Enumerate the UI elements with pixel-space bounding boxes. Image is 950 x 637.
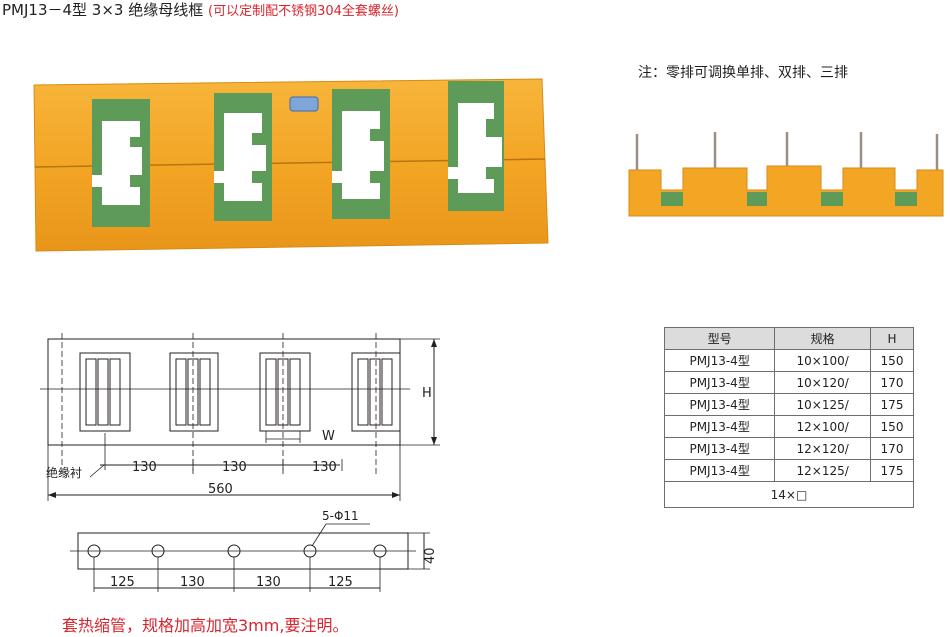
busbar-window (332, 89, 390, 219)
header-h: H (870, 327, 914, 350)
header-model: 型号 (663, 327, 776, 350)
cell-h: 170 (870, 371, 914, 394)
busbar-window (214, 93, 272, 221)
cell-model: PMJ13-4型 (663, 371, 776, 394)
bar-height-label: 40 (423, 547, 438, 564)
cell-spec: 10×100/ (774, 349, 872, 372)
busbar-window (92, 99, 150, 227)
cell-h: 175 (870, 459, 914, 482)
cell-spec: 10×120/ (774, 371, 872, 394)
conductor-slot (169, 352, 219, 432)
pitch-label-3: 130 (312, 460, 337, 475)
zero-bar-note: 注：零排可调换单排、双排、三排 (638, 65, 848, 81)
cell-spec: 12×120/ (774, 437, 872, 460)
table-row: PMJ13-4型 10×120/ 170 (663, 371, 914, 394)
cell-spec: 12×100/ (774, 415, 872, 438)
heat-shrink-note: 套热缩管，规格加高加宽3mm,要注明。 (62, 616, 349, 635)
title-main: PMJ13－4型 3×3 绝缘母线框 (2, 1, 204, 19)
cell-model: PMJ13-4型 (663, 437, 776, 460)
cell-spec: 10×125/ (774, 393, 872, 416)
side-view-drawing: 5-Φ11 40 125 130 130 125 (70, 509, 438, 592)
width-label: W (322, 429, 335, 444)
cell-h: 150 (870, 415, 914, 438)
cell-h: 150 (870, 349, 914, 372)
hole-distance-3: 130 (256, 575, 281, 590)
header-spec: 规格 (774, 327, 872, 350)
cell-spec: 12×125/ (774, 459, 872, 482)
hole-distance-4: 125 (328, 575, 353, 590)
frame-outline (47, 338, 401, 446)
table-row: PMJ13-4型 12×100/ 150 (663, 415, 914, 438)
hole-distance-1: 125 (110, 575, 135, 590)
spec-table: 型号 规格 H PMJ13-4型 10×100/ 150 PMJ13-4型 10… (663, 327, 914, 508)
total-length-label: 560 (208, 482, 233, 497)
conductor-slot (351, 352, 401, 432)
pitch-label-2: 130 (222, 460, 247, 475)
page-title: PMJ13－4型 3×3 绝缘母线框 (可以定制配不锈钢304全套螺丝) (2, 0, 399, 22)
pitch-label-1: 130 (132, 460, 157, 475)
cell-model: PMJ13-4型 (663, 349, 776, 372)
conductor-slot (79, 352, 131, 432)
cell-h: 175 (870, 393, 914, 416)
table-footer-row: 14×□ (664, 481, 914, 508)
conductor-slot (259, 352, 311, 432)
cell-model: PMJ13-4型 (663, 415, 776, 438)
busbar-frame-photo (33, 78, 549, 252)
busbar-window (448, 81, 504, 211)
front-view-drawing: H W 130 130 130 560 绝缘衬 (40, 333, 440, 501)
cell-h: 170 (870, 437, 914, 460)
insulation-liner-label: 绝缘衬 (46, 465, 82, 480)
table-row: PMJ13-4型 10×100/ 150 (663, 349, 914, 372)
table-header-row: 型号 规格 H (663, 327, 914, 350)
brand-label-icon (289, 96, 319, 112)
hole-spec-label: 5-Φ11 (322, 509, 359, 523)
title-note: (可以定制配不锈钢304全套螺丝) (208, 4, 399, 19)
hole-distance-2: 130 (180, 575, 205, 590)
table-row: PMJ13-4型 12×120/ 170 (663, 437, 914, 460)
zero-bar-photo (628, 132, 944, 217)
cell-model: PMJ13-4型 (663, 393, 776, 416)
height-label: H (422, 386, 432, 401)
table-row: PMJ13-4型 10×125/ 175 (663, 393, 914, 416)
table-footer-cell: 14×□ (664, 481, 914, 508)
cell-model: PMJ13-4型 (663, 459, 776, 482)
table-row: PMJ13-4型 12×125/ 175 (663, 459, 914, 482)
